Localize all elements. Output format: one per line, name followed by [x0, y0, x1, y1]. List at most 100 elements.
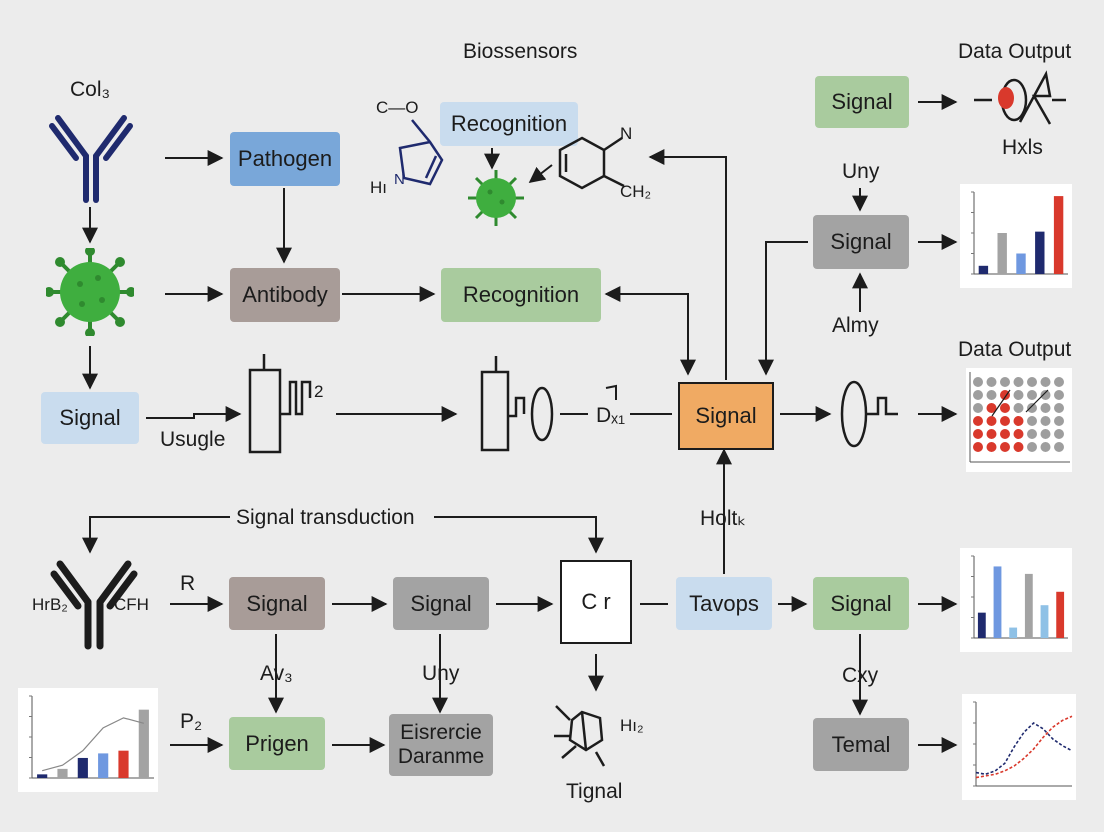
arrow-recognition-signal-center — [608, 293, 696, 376]
grid-dot — [1054, 416, 1064, 426]
signal-right-mid-node: Signal — [813, 215, 909, 269]
grid-dot — [1040, 403, 1051, 413]
grid-dot — [1013, 442, 1024, 452]
grid-dot — [986, 403, 997, 413]
grid-dot — [973, 403, 983, 413]
label-tignal: Tignal — [566, 780, 623, 803]
bar — [1040, 605, 1049, 638]
arrow-signal-to-molecule — [648, 149, 727, 380]
virus-small-icon — [468, 170, 524, 226]
antibody-node: Antibody — [230, 268, 340, 322]
svg-text:N: N — [394, 171, 405, 188]
annotation-line — [991, 389, 1011, 417]
label-cxy: Cxy — [842, 664, 879, 687]
signal-row4-b-node: Signal — [393, 577, 489, 630]
bar — [37, 774, 48, 778]
grid-dot — [1054, 390, 1064, 400]
grid-dot — [986, 390, 997, 400]
label-n: N — [620, 124, 633, 143]
label-two: 2 — [314, 382, 324, 401]
bar-chart-top-right — [960, 184, 1072, 288]
series-line — [975, 721, 1073, 776]
waveform-icon — [840, 380, 898, 448]
trend-curve — [42, 717, 144, 772]
arrow-transduction-left — [82, 516, 230, 554]
label-hi: Hı — [370, 178, 387, 197]
grid-dot — [1040, 377, 1051, 387]
signal-transduction-label: Signal transduction — [236, 506, 415, 529]
bar — [1009, 627, 1018, 638]
grid-dot — [986, 442, 997, 452]
grid-dot — [1027, 377, 1037, 387]
grid-dot — [1027, 390, 1037, 400]
pathogen-node: Pathogen — [230, 132, 340, 186]
signal-left-node: Signal — [41, 392, 139, 444]
signal-row4-a-node: Signal — [229, 577, 325, 630]
grid-dot — [1013, 416, 1024, 426]
grid-dot — [1013, 377, 1024, 387]
bar — [1056, 591, 1065, 638]
grid-dot — [1000, 377, 1010, 387]
bar — [1016, 253, 1026, 274]
grid-dot — [1027, 403, 1037, 413]
grid-dot — [986, 377, 997, 387]
label-p2: P₂ — [180, 710, 203, 733]
label-hxls: Hxls — [1002, 136, 1043, 159]
bar-chart-bottom-left — [18, 688, 158, 792]
electrode-icon — [248, 354, 312, 454]
tavops-node: Tavops — [676, 577, 772, 630]
grid-dot — [1027, 416, 1037, 426]
bar — [997, 233, 1007, 274]
bar — [1035, 231, 1045, 274]
bar — [977, 612, 986, 638]
output-sensor-icon — [974, 70, 1066, 125]
antibody-black-icon — [50, 560, 138, 650]
signal-top-right-node: Signal — [815, 76, 909, 128]
arrow-transduction-right — [434, 516, 604, 554]
tick-mark-icon — [605, 384, 617, 400]
cr-node: C r — [560, 560, 632, 644]
prigen-node: Prigen — [229, 717, 325, 770]
label-hi2: Hı₂ — [620, 716, 644, 735]
bar — [1024, 573, 1033, 638]
data-output-label-1: Data Output — [958, 40, 1072, 63]
grid-dot — [1013, 429, 1024, 439]
molecule-icon: N — [394, 119, 444, 188]
grid-dot — [1000, 403, 1010, 413]
molecule-ring-icon — [558, 136, 625, 190]
grid-dot — [973, 429, 983, 439]
grid-dot — [973, 442, 983, 452]
arrow-signal-left-to-electrode — [146, 406, 242, 422]
grid-dot — [1040, 442, 1051, 452]
label-dx1: Dₓ₁ — [596, 404, 626, 427]
grid-dot — [1040, 429, 1051, 439]
grid-dot — [1000, 442, 1010, 452]
label-usugle: Usugle — [160, 428, 226, 451]
annotation-line — [1025, 389, 1049, 413]
bar — [1053, 196, 1064, 274]
eisrercie-node: Eisrercie Daranme — [389, 714, 493, 776]
line-chart-bottom-right — [962, 694, 1076, 800]
label-av3: Av₃ — [260, 662, 293, 685]
arrow-molecule-to-virus — [528, 164, 553, 183]
crystal-icon — [554, 705, 606, 767]
bar-chart-mid-right — [960, 548, 1072, 652]
temal-node: Temal — [813, 718, 909, 771]
sensor-icon — [480, 356, 554, 452]
label-c-o: C—O — [376, 98, 419, 117]
label-holtk: Holtₖ — [700, 507, 747, 530]
diagram-title: Biossensors — [463, 40, 578, 63]
grid-dot — [973, 377, 983, 387]
grid-dot — [1054, 442, 1064, 452]
bar — [77, 757, 88, 778]
virus-icon — [46, 248, 134, 336]
grid-dot — [1054, 429, 1064, 439]
label-almy: Almy — [832, 314, 879, 337]
label-r: R — [180, 572, 196, 595]
series-line — [975, 715, 1073, 779]
grid-dot — [973, 390, 983, 400]
bar — [978, 265, 989, 274]
grid-dot — [1013, 403, 1024, 413]
